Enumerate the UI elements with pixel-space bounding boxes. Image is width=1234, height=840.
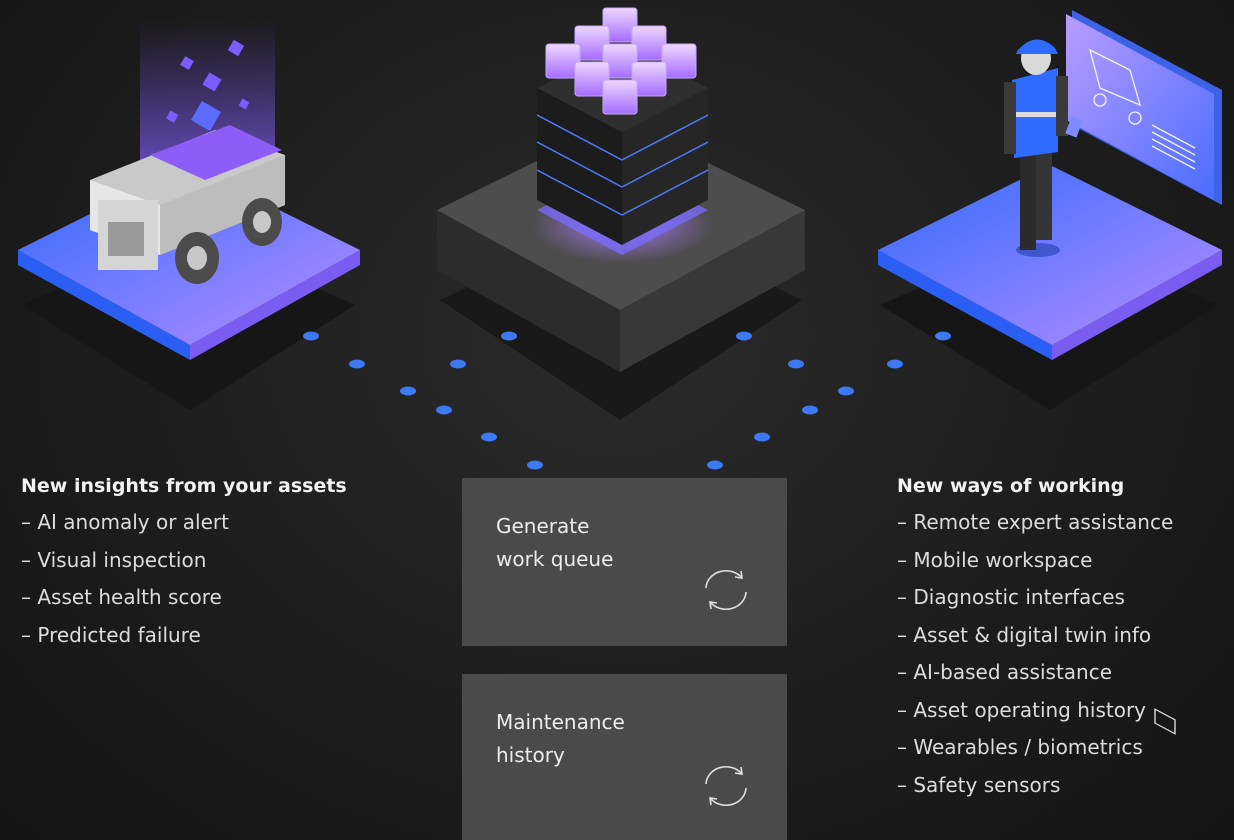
card-label-line: Maintenance	[496, 710, 625, 734]
work-queue-label: Generate work queue	[496, 510, 696, 576]
ways-of-working-panel: New ways of working Remote expert assist…	[897, 475, 1173, 804]
platform-side-left	[878, 250, 1052, 360]
list-item: Asset health score	[21, 579, 347, 617]
list-item: Mobile workspace	[897, 542, 1173, 580]
card-label-line: Generate	[496, 514, 590, 538]
server-rack-left	[537, 88, 622, 245]
list-item: Safety sensors	[897, 767, 1173, 805]
card-label-line: work queue	[496, 547, 614, 571]
connector-dots	[303, 331, 951, 470]
asset-insights-heading: New insights from your assets	[21, 475, 347, 497]
field-worker	[1004, 39, 1083, 257]
server-platform	[437, 7, 805, 420]
maintenance-label: Maintenance history	[496, 706, 696, 772]
platform-side-left	[18, 250, 190, 360]
maintenance-history-card: Maintenance history	[462, 674, 787, 840]
server-rack-right	[622, 88, 708, 245]
list-item: Asset operating history	[897, 692, 1173, 730]
list-item: Predicted failure	[21, 617, 347, 655]
ways-of-working-heading: New ways of working	[897, 475, 1125, 497]
data-cubes	[545, 7, 697, 115]
rack-lines	[536, 114, 709, 216]
ways-of-working-list: Remote expert assistance Mobile workspac…	[897, 504, 1173, 804]
server-base-left	[437, 210, 620, 372]
work-queue-card: Generate work queue	[462, 478, 787, 646]
refresh-icon	[705, 570, 747, 610]
list-item: Wearables / biometrics	[897, 729, 1173, 767]
worker-platform	[878, 10, 1222, 735]
card-label-line: history	[496, 743, 565, 767]
asset-insights-panel: New insights from your assets AI anomaly…	[21, 475, 347, 654]
platform-side-right	[1052, 250, 1222, 360]
asset-platform	[18, 20, 360, 410]
list-item: AI-based assistance	[897, 654, 1173, 692]
server-base-right	[620, 210, 805, 372]
list-item: Remote expert assistance	[897, 504, 1173, 542]
list-item: Diagnostic interfaces	[897, 579, 1173, 617]
digital-twin-screen	[1066, 10, 1222, 735]
list-item: Asset & digital twin info	[897, 617, 1173, 655]
list-item: Visual inspection	[21, 542, 347, 580]
refresh-icon	[705, 766, 747, 806]
asset-insights-list: AI anomaly or alert Visual inspection As…	[21, 504, 347, 654]
dump-truck	[90, 125, 285, 284]
platform-side-right	[190, 250, 360, 360]
list-item: AI anomaly or alert	[21, 504, 347, 542]
